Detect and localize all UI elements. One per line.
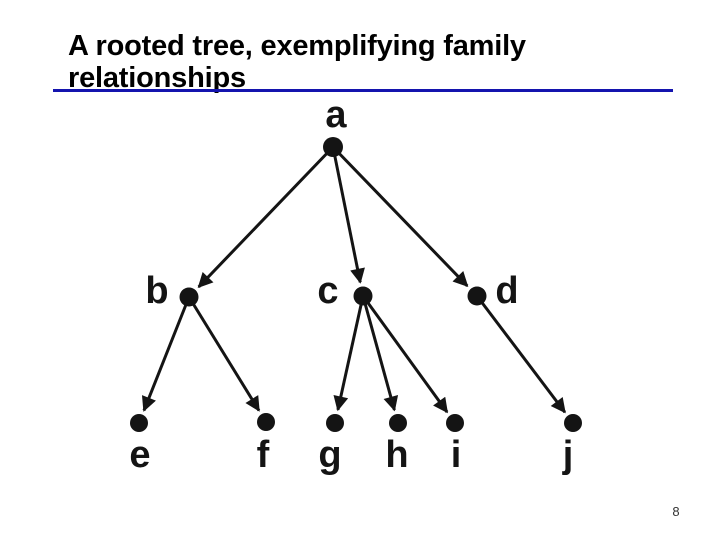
tree-edge-a-b [197, 145, 335, 288]
tree-node-label-a: a [325, 94, 347, 136]
tree-node-dot-h [389, 414, 407, 432]
tree-node-label-c: c [317, 270, 338, 312]
title-underline-rule [53, 88, 673, 92]
tree-node-dot-d [467, 286, 487, 306]
tree-node-label-h: h [385, 434, 408, 476]
tree-edge-b-e [141, 296, 191, 412]
tree-node-dot-a [323, 137, 343, 157]
tree-node-label-i: i [451, 434, 462, 476]
tree-node-label-e: e [129, 434, 150, 476]
page-number: 8 [672, 504, 680, 519]
tree-edge-d-j [475, 295, 567, 414]
tree-node-dot-i [446, 414, 464, 432]
tree-edge-a-c [331, 146, 365, 284]
tree-node-label-d: d [495, 270, 518, 312]
tree-node-label-g: g [318, 434, 341, 476]
tree-node-dot-e [130, 414, 148, 432]
tree-node-label-b: b [145, 270, 168, 312]
slide-title-line-1: A rooted tree, exemplifying family [68, 30, 526, 62]
tree-node-dot-g [326, 414, 344, 432]
tree-edge-c-i [361, 295, 449, 414]
tree-node-label-j: j [562, 434, 574, 476]
tree-edge-b-f [187, 296, 261, 412]
tree-nodes-layer: a b c d e f g h i j [129, 94, 582, 476]
tree-edge-c-g [333, 295, 365, 412]
tree-node-dot-f [257, 413, 275, 431]
tree-node-dot-j [564, 414, 582, 432]
tree-node-dot-b [179, 287, 199, 307]
tree-edge-c-h [361, 295, 399, 412]
slide-title: A rooted tree, exemplifying family relat… [68, 30, 526, 94]
tree-node-label-f: f [257, 434, 270, 476]
tree-edge-a-d [331, 145, 469, 288]
tree-edges-layer [141, 145, 567, 414]
tree-node-dot-c [353, 286, 373, 306]
